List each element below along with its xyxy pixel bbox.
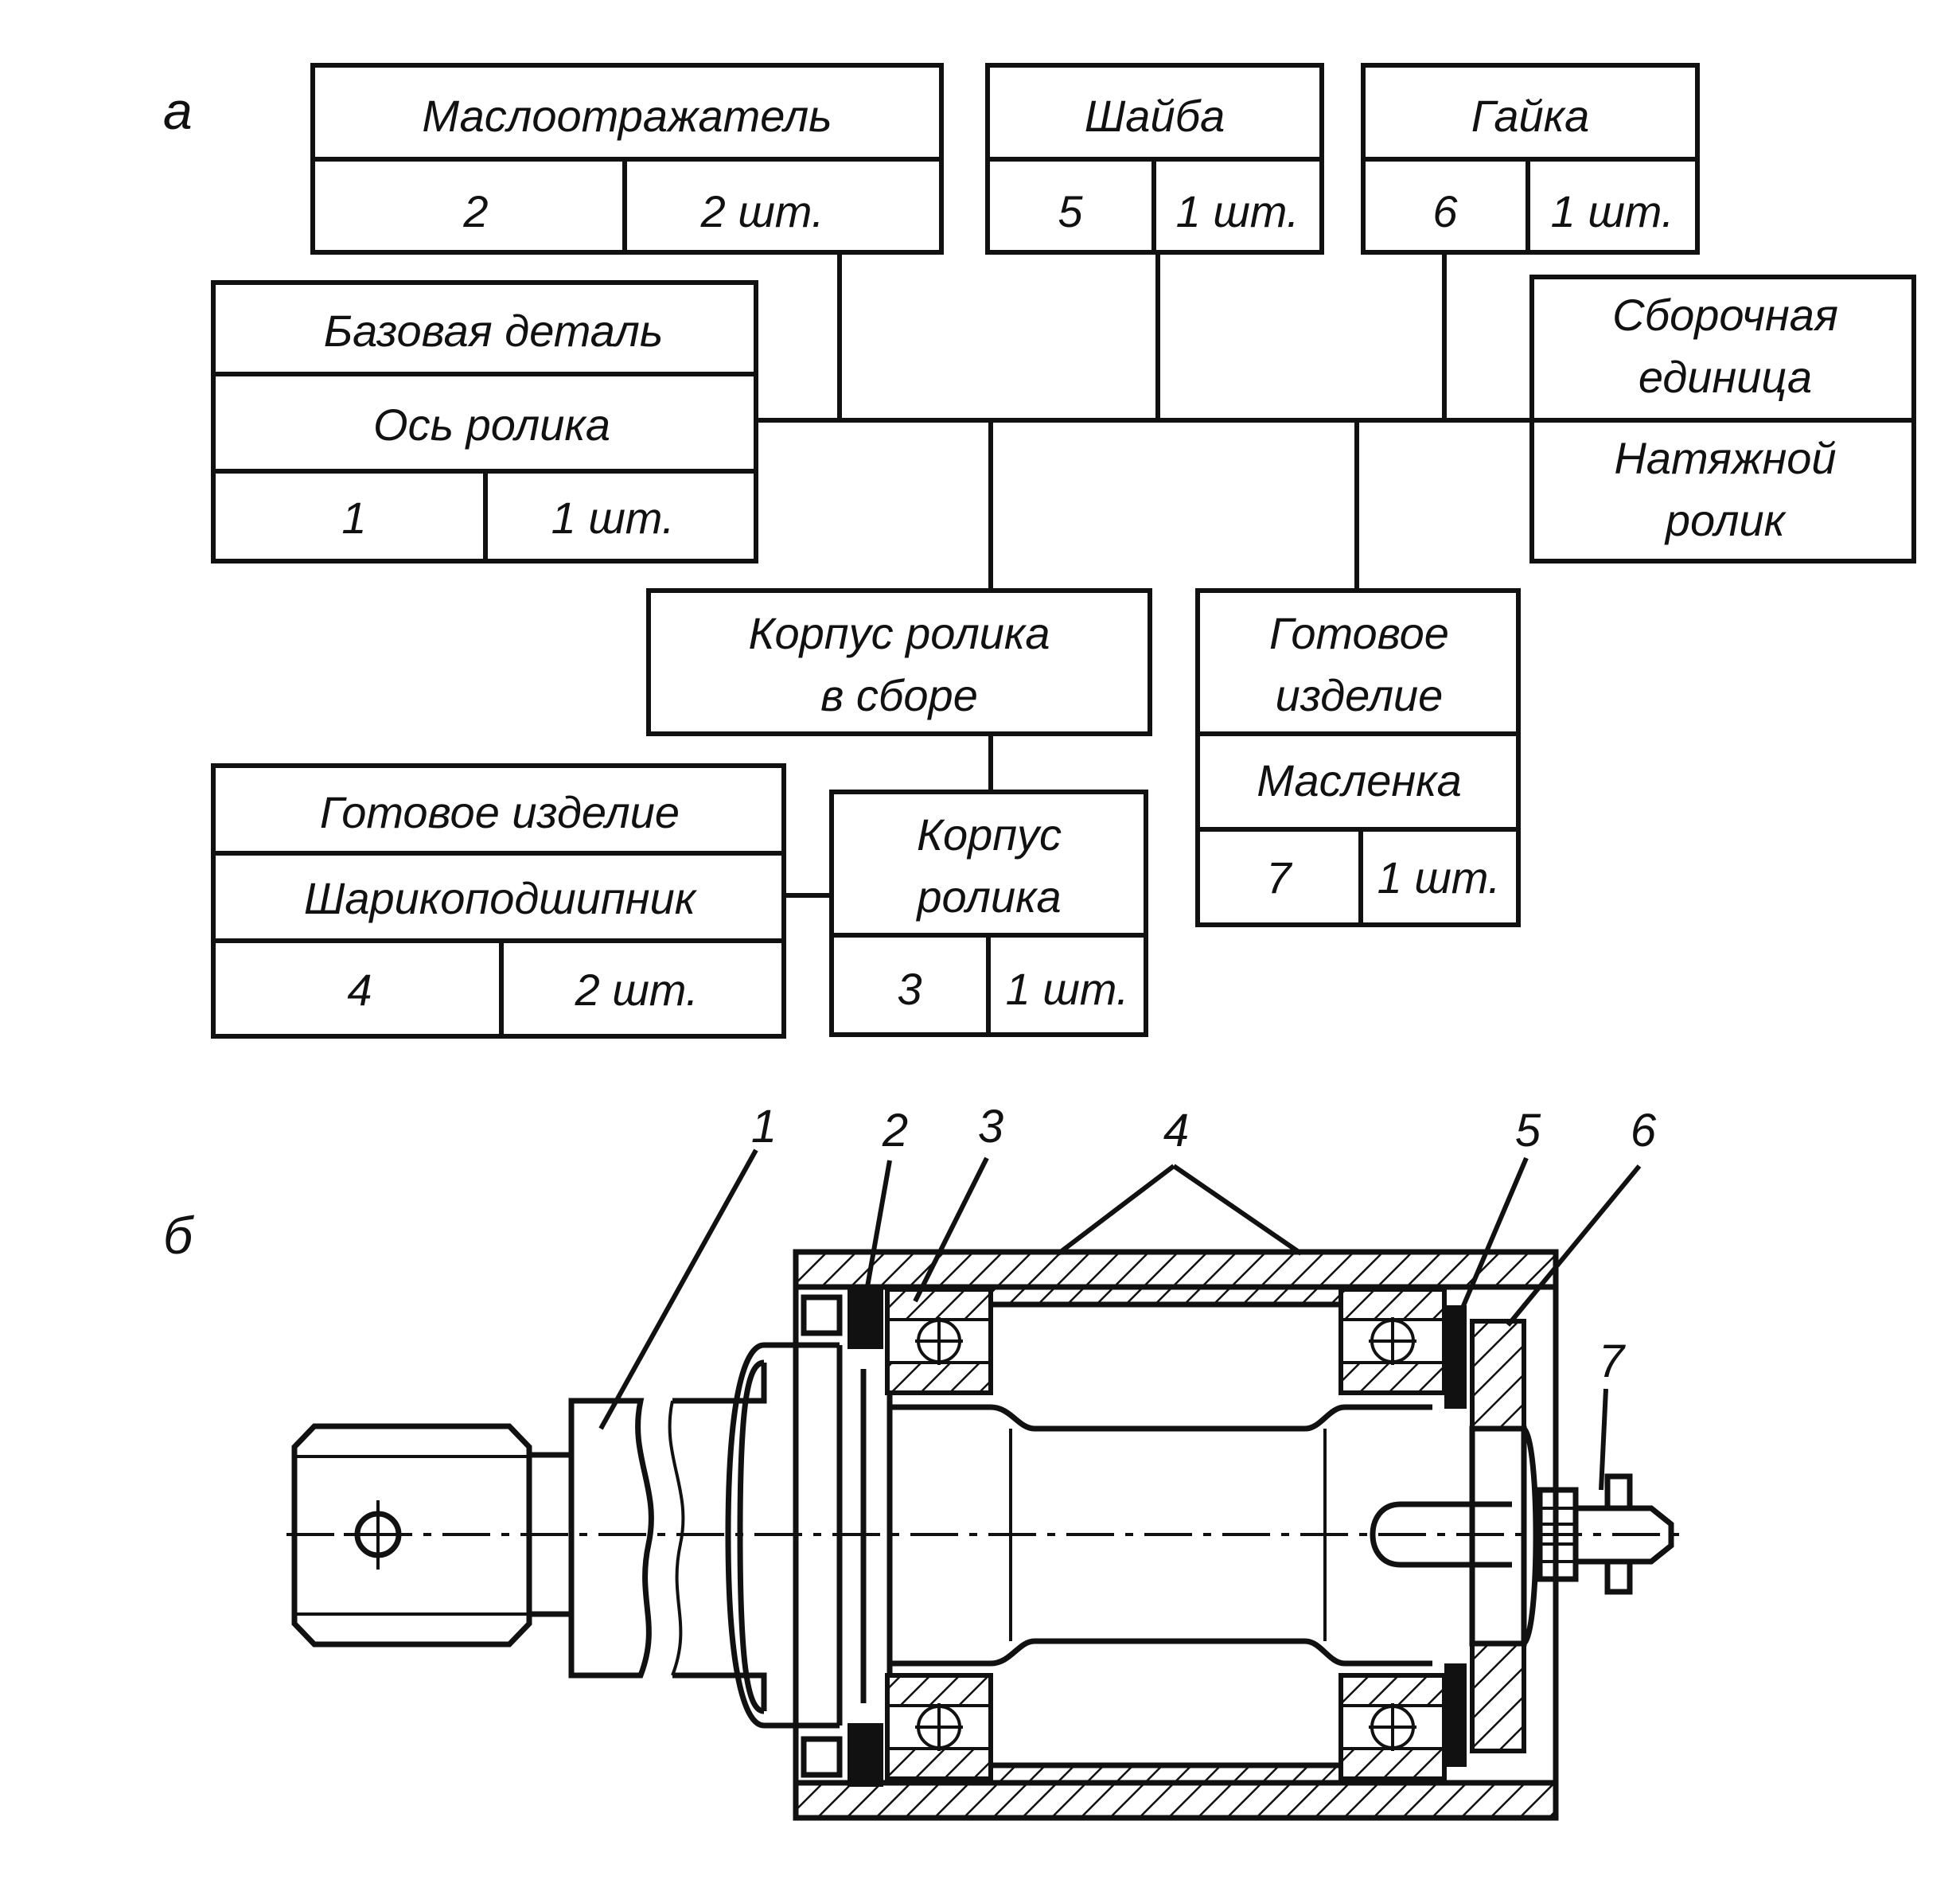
callout-4: 4	[1163, 1105, 1189, 1156]
base-part-num: 1	[341, 493, 366, 543]
callout-leaders	[598, 1148, 1642, 1491]
bearing-qty: 2 шт.	[575, 965, 699, 1015]
housing-qty: 1 шт.	[1006, 964, 1129, 1014]
oiler-header-1: Готовое	[1269, 608, 1449, 658]
box-nut: Гайка 6 1 шт.	[1361, 63, 1700, 255]
callout-6: 6	[1631, 1105, 1657, 1156]
nut-qty: 1 шт.	[1551, 186, 1674, 236]
callout-5: 5	[1515, 1105, 1541, 1156]
bearing-header: Готовое изделие	[320, 787, 680, 837]
oiler-num: 7	[1266, 852, 1292, 903]
assembly-unit-name-2: ролик	[1664, 495, 1787, 545]
oiler-name: Масленка	[1257, 755, 1462, 805]
box-housing: Корпус ролика 3 1 шт.	[829, 790, 1148, 1037]
callout-1: 1	[751, 1101, 777, 1152]
box-washer: Шайба 5 1 шт.	[985, 63, 1324, 255]
oil-deflector-num: 2	[462, 186, 488, 236]
box-oil-deflector: Маслоотражатель 2 2 шт.	[310, 63, 944, 255]
oiler-header-2: изделие	[1276, 670, 1444, 720]
callout-2: 2	[882, 1105, 908, 1156]
box-assembly-unit: Сборочная единица Натяжной ролик	[1529, 275, 1916, 563]
box-base-part: Базовая деталь Ось ролика 1 1 шт.	[211, 280, 758, 563]
assembly-unit-header-2: единица	[1639, 352, 1812, 402]
housing-num: 3	[897, 964, 922, 1014]
bearing-name: Шарикоподшипник	[304, 873, 698, 923]
oil-deflector-qty: 2 шт.	[700, 186, 824, 236]
base-part-qty: 1 шт.	[551, 493, 675, 543]
oiler-qty: 1 шт.	[1377, 852, 1501, 903]
box-housing-assembly: Корпус ролика в сборе	[646, 588, 1152, 736]
panel-b-letter: б	[163, 1206, 195, 1265]
oil-deflector-name: Маслоотражатель	[422, 91, 832, 141]
nut-name: Гайка	[1471, 91, 1589, 141]
scheme-connectors	[756, 252, 1532, 898]
bearing-num: 4	[347, 965, 372, 1015]
panel-a-letter: а	[163, 81, 193, 140]
callout-3: 3	[978, 1101, 1003, 1152]
box-oiler: Готовое изделие Масленка 7 1 шт.	[1195, 588, 1521, 927]
washer-num: 5	[1058, 186, 1083, 236]
housing-assembly-name-1: Корпус ролика	[748, 608, 1050, 658]
housing-name-2: ролика	[915, 872, 1061, 922]
base-part-header: Базовая деталь	[324, 306, 664, 356]
assembly-unit-name-1: Натяжной	[1614, 433, 1836, 483]
box-bearing: Готовое изделие Шарикоподшипник 4 2 шт.	[211, 763, 786, 1039]
roller-drawing	[286, 1249, 1679, 1821]
assembly-unit-header-1: Сборочная	[1612, 290, 1838, 340]
base-part-name: Ось ролика	[373, 400, 610, 450]
housing-name-1: Корпус	[917, 809, 1062, 860]
nut-num: 6	[1432, 186, 1458, 236]
callout-7: 7	[1599, 1336, 1627, 1387]
washer-name: Шайба	[1085, 91, 1225, 141]
washer-qty: 1 шт.	[1176, 186, 1300, 236]
housing-assembly-name-2: в сборе	[820, 670, 978, 720]
